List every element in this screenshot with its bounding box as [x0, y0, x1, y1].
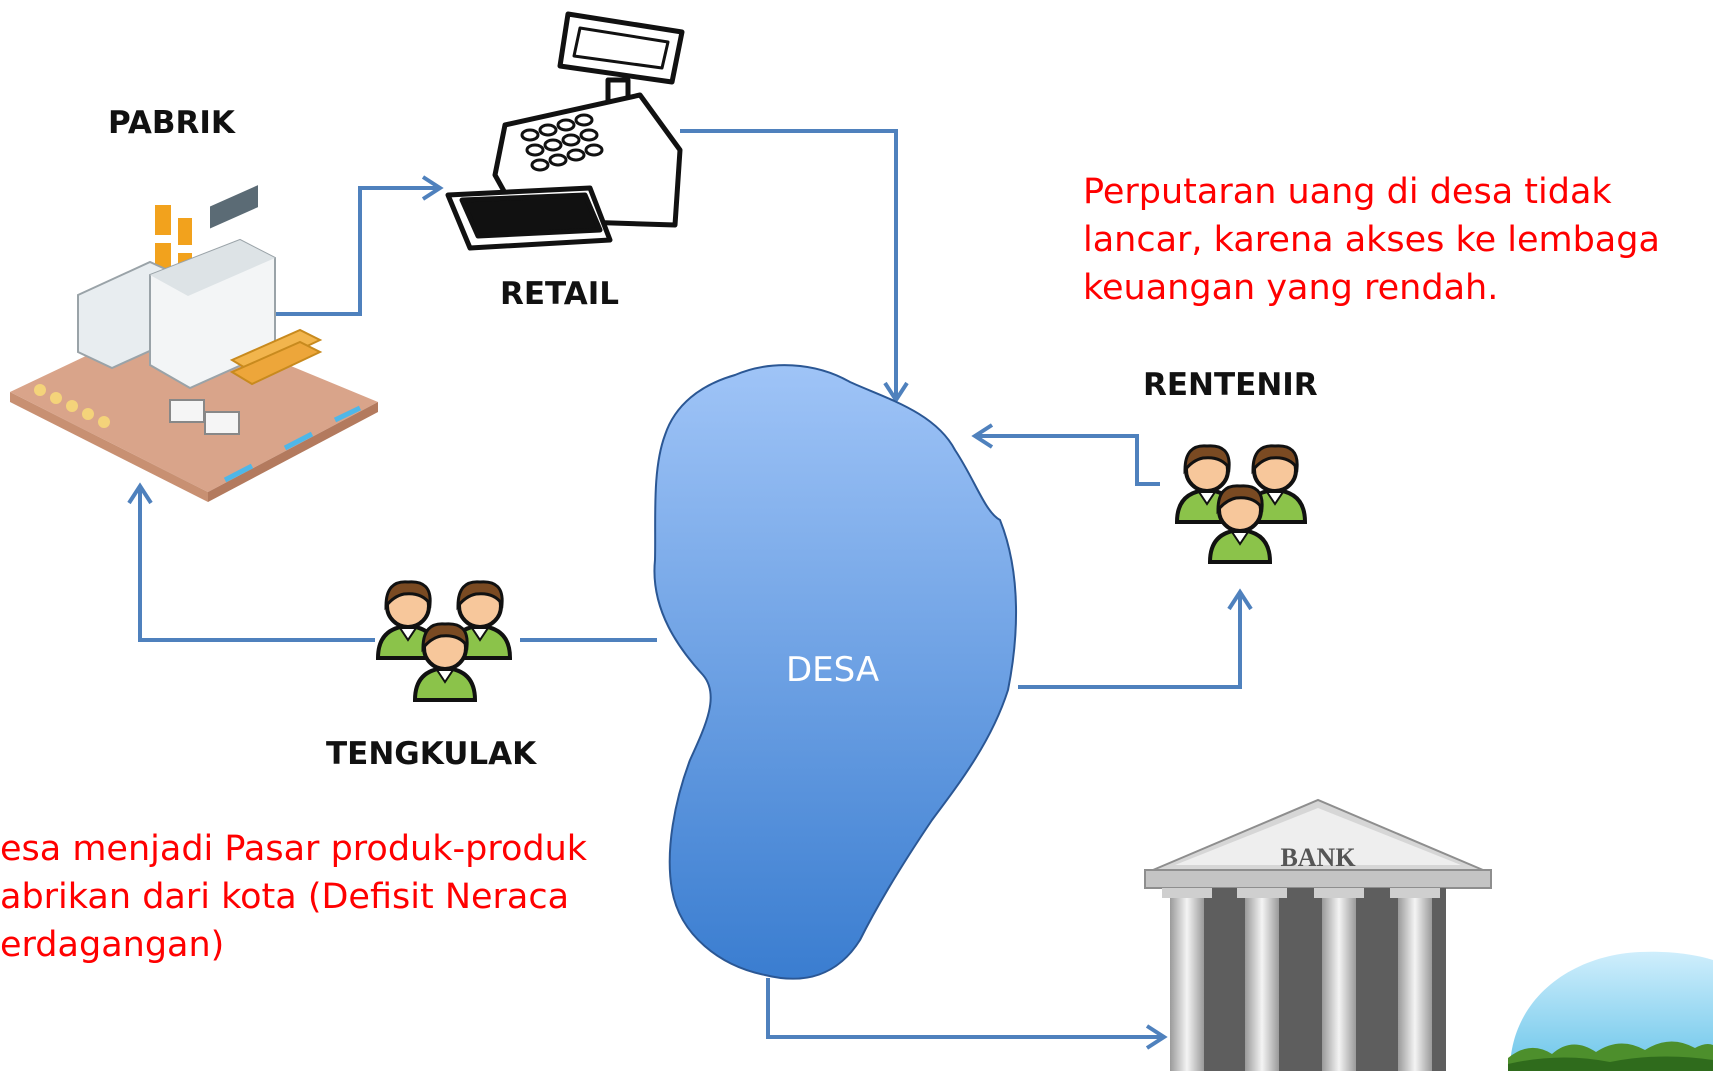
- note-line: lancar, karena akses ke lembaga: [1083, 220, 1660, 260]
- arrowhead-retail: [421, 175, 444, 201]
- note-line: Perputaran uang di desa tidak: [1083, 172, 1612, 212]
- pabrik-label: PABRIK: [108, 105, 235, 141]
- arrow-pabrik-to-retail: [258, 186, 440, 316]
- bank-building-icon: BANK: [1144, 798, 1492, 1071]
- note-line: keuangan yang rendah.: [1083, 268, 1499, 308]
- note-money-circulation: Perputaran uang di desa tidak lancar, ka…: [1083, 168, 1660, 312]
- arrow-rentenir-to-desa: [975, 434, 1160, 486]
- factory-icon: [10, 185, 378, 502]
- people-group-icon: [1175, 443, 1307, 564]
- bank-label: BANK: [1280, 843, 1356, 872]
- tengkulak-label: TENGKULAK: [326, 736, 537, 772]
- arrowhead-rentenir: [1227, 588, 1253, 611]
- cash-register-icon: [445, 11, 685, 251]
- arrowhead-bank: [1145, 1024, 1168, 1050]
- note-line: abrikan dari kota (Defisit Neraca: [0, 877, 570, 917]
- retail-label: RETAIL: [500, 276, 620, 312]
- arrow-desa-to-bank: [766, 978, 1164, 1039]
- people-group-icon: [376, 579, 512, 702]
- arrowhead-desa-right: [971, 423, 994, 449]
- connector-arrows: [127, 129, 1253, 1050]
- arrowhead-pabrik: [127, 482, 153, 505]
- desa-shape: [653, 364, 1017, 980]
- hill-landscape-icon: [1508, 951, 1713, 1071]
- arrow-retail-to-desa: [680, 129, 898, 400]
- arrowhead-desa-top: [883, 381, 909, 404]
- note-trade-deficit: esa menjadi Pasar produk-produk abrikan …: [0, 825, 587, 969]
- rentenir-label: RENTENIR: [1143, 367, 1318, 403]
- arrow-tengkulak-to-pabrik: [138, 486, 375, 642]
- arrow-desa-to-rentenir: [1018, 592, 1242, 689]
- desa-label: DESA: [786, 650, 880, 690]
- note-line: esa menjadi Pasar produk-produk: [0, 829, 588, 869]
- note-line: erdagangan): [0, 925, 225, 965]
